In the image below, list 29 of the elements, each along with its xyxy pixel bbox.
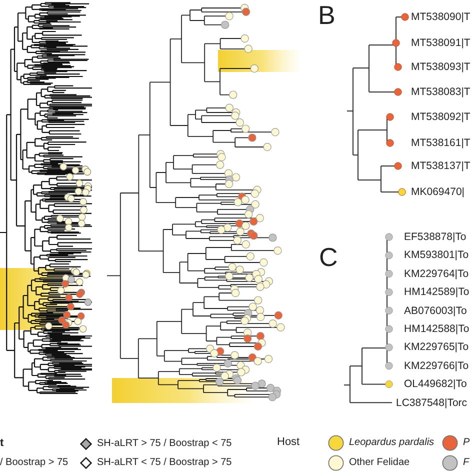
tip-label: MT538090|T (411, 10, 470, 24)
tip-label: MT538093|T (411, 60, 470, 74)
legend-label: / Boostrap > 75 (0, 457, 68, 469)
tip-label: EF538878|To (404, 230, 466, 244)
tip-label: MK069470| (411, 186, 465, 198)
tip-label: MT538161|T (411, 136, 470, 150)
panel-label: C (319, 243, 338, 273)
legend-label: SH-aLRT < 75 / Boostrap > 75 (97, 457, 232, 469)
tip-label: KM229766|To (404, 360, 469, 372)
tip-label: KM593801|To (404, 249, 469, 262)
tip-label: MT538083|T (411, 86, 470, 98)
tip-label: KM229765|To (404, 341, 469, 354)
tip-label: HM142589|To (404, 286, 470, 298)
tip-label: OL449682|To (404, 378, 467, 390)
legend-label: P (463, 437, 470, 449)
tip-label: AB076003|To (404, 304, 467, 317)
legend-label: Leopardus pardalis (349, 437, 434, 449)
tip-label: MT538091|T (411, 36, 470, 50)
legend-label: F (463, 457, 470, 469)
legend-title: Host (277, 436, 300, 448)
legend-title: t (0, 436, 4, 450)
tip-label: LC387548|Torc (396, 396, 468, 409)
tip-label: MT538092|T (411, 110, 470, 124)
tip-label: MT538137|T (411, 160, 470, 172)
tip-label: HM142588|To (404, 322, 470, 336)
legend-label: Other Felidae (349, 457, 410, 469)
tip-label: KM229764|To (404, 268, 469, 280)
panel-label: B (318, 1, 336, 31)
legend-label: SH-aLRT > 75 / Boostrap < 75 (97, 438, 232, 450)
